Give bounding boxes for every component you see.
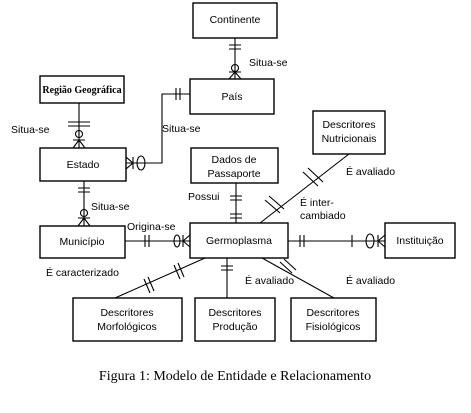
mark-zero-germoplasma-left	[173, 234, 181, 248]
relationship-labels: Situa-se Situa-se Situa-se Situa-se Poss…	[11, 57, 395, 287]
entity-dados-passaporte: Dados de Passaporte	[190, 147, 279, 184]
rel-e-avaliado-fisiologicos: É avaliado	[245, 274, 294, 287]
mark-germoplasma-producao	[221, 265, 233, 271]
mark-one-germoplasma-top	[230, 213, 242, 219]
mark-many-germoplasma-left	[182, 234, 191, 248]
entity-fisiologicos-label-2: Fisiológicos	[306, 321, 361, 333]
entity-descritores-producao: Descritores Produção	[194, 297, 276, 342]
entity-morfologicos-label-1: Descritores	[100, 307, 153, 319]
mark-nutricionais-double	[302, 167, 324, 187]
entity-passaporte-label-1: Dados de	[212, 154, 257, 166]
link-germoplasma-morfologicos	[114, 257, 206, 299]
mark-morfologicos-double	[143, 276, 155, 294]
mark-one-pais-elbow	[175, 88, 181, 100]
mark-zero-instituicao	[365, 233, 375, 249]
mark-one-municipio-right	[144, 235, 150, 247]
mark-one-passaporte	[230, 195, 242, 201]
cardinality-marks	[68, 44, 386, 294]
mark-zero-municipio	[79, 208, 89, 218]
entity-instituicao: Instituição	[384, 222, 456, 259]
rel-situa-se-estado-regiao: Situa-se	[11, 124, 50, 136]
mark-germoplasma-nutricionais	[264, 195, 285, 214]
entity-producao-label-2: Produção	[213, 321, 258, 333]
entity-descritores-morfologicos: Descritores Morfológicos	[72, 297, 183, 342]
entity-instituicao-label: Instituição	[396, 235, 443, 247]
rel-e-intercambiado-2: cambiado	[300, 210, 346, 222]
rel-e-avaliado-instituicao: É avaliado	[346, 274, 395, 287]
entity-continente-label: Continente	[210, 14, 261, 26]
link-nutricionais-germoplasma	[259, 153, 350, 224]
mark-germoplasma-morfologicos	[173, 262, 185, 280]
entity-estado: Estado	[39, 147, 127, 182]
entity-germoplasma: Germoplasma	[189, 222, 289, 259]
mark-one-germoplasma-right	[299, 235, 305, 247]
entity-continente: Continente	[192, 2, 278, 39]
mark-one-regiao	[68, 121, 90, 127]
entity-nutricionais-label-1: Descritores	[322, 119, 375, 131]
entity-morfologicos-label-2: Morfológicos	[97, 321, 157, 333]
mark-many-estado-pais	[125, 156, 134, 170]
entity-pais-label: País	[221, 91, 242, 103]
rel-e-caracterizado: É caracterizado	[46, 266, 119, 279]
rel-origina-se: Origina-se	[127, 221, 176, 233]
rel-situa-se-estado-pais: Situa-se	[162, 123, 201, 135]
mark-germoplasma-fisiologicos	[279, 258, 297, 274]
link-germoplasma-fisiologicos	[261, 257, 335, 299]
mark-many-estado-regiao	[72, 139, 86, 149]
entity-regiao-label: Região Geográfica	[42, 85, 121, 96]
entity-passaporte-label-2: Passaporte	[207, 168, 260, 180]
rel-e-intercambiado-1: É inter-	[300, 196, 334, 209]
entity-pais: País	[189, 78, 275, 115]
entity-nutricionais-label-2: Nutricionais	[322, 133, 377, 145]
entity-regiao-geografica: Região Geográfica	[39, 75, 125, 104]
mark-many-municipio	[77, 217, 91, 227]
rel-situa-se-municipio-estado: Situa-se	[91, 201, 130, 213]
mark-zero-pais	[230, 63, 240, 73]
mark-zero-estado-regiao	[74, 129, 84, 139]
entity-descritores-nutricionais: Descritores Nutricionais	[312, 110, 386, 155]
entity-germoplasma-label: Germoplasma	[206, 235, 272, 247]
entity-municipio-label: Município	[60, 236, 105, 248]
entity-fisiologicos-label-1: Descritores	[306, 307, 359, 319]
rel-possui: Possui	[188, 191, 220, 203]
entity-producao-label-1: Descritores	[208, 307, 261, 319]
mark-one-continente	[229, 44, 241, 50]
rel-e-avaliado-nutricionais: É avaliado	[346, 165, 395, 178]
mark-one-estado	[78, 187, 90, 193]
entity-descritores-fisiologicos: Descritores Fisiológicos	[290, 297, 377, 342]
mark-zero-estado-pais	[136, 155, 146, 171]
mark-many-instituicao	[377, 234, 386, 248]
figure-caption: Figura 1: Modelo de Entidade e Relaciona…	[99, 369, 371, 384]
entity-estado-label: Estado	[67, 159, 100, 171]
entity-municipio: Município	[39, 225, 126, 259]
rel-situa-se-pais-continente: Situa-se	[249, 57, 288, 69]
